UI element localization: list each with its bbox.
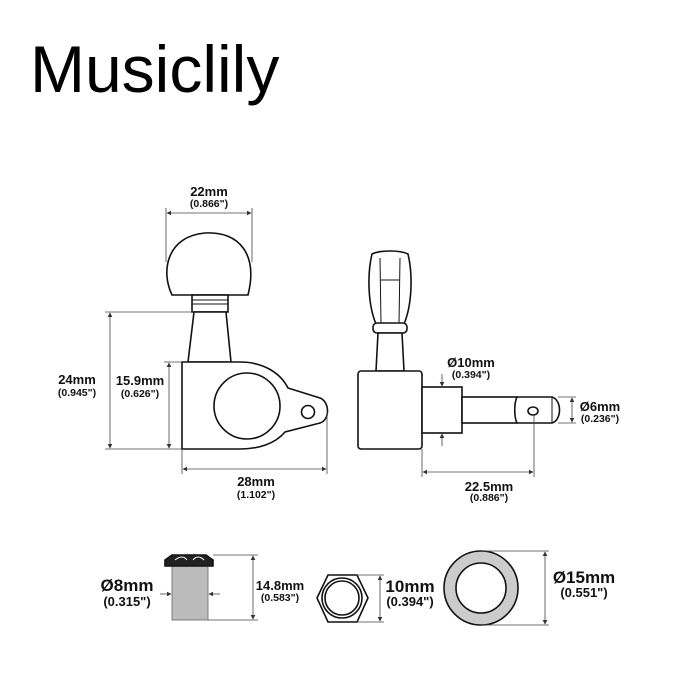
washer-diameter-in: (0.551") — [560, 585, 607, 600]
body-height-in: (0.626") — [121, 388, 159, 400]
tuner-side-view — [357, 250, 561, 450]
nut-size-in: (0.394") — [386, 594, 433, 609]
post-bushing — [421, 386, 463, 434]
washer-hole — [455, 562, 507, 614]
bushing-diameter-mm: Ø8mm — [101, 576, 154, 595]
bushing-cap — [164, 554, 214, 567]
brand-title: Musiclily — [30, 32, 279, 106]
total-height-in: (0.945") — [58, 387, 96, 399]
bushing: Ø8mm (0.315") 14.8mm (0.583") — [101, 554, 304, 621]
washer: Ø15mm (0.551") — [443, 550, 615, 626]
key-stem — [375, 332, 405, 372]
tuner-shaft — [187, 311, 232, 363]
post-length-mm: 22.5mm — [465, 479, 513, 494]
nut-size-mm: 10mm — [385, 577, 434, 596]
string-hole — [527, 406, 539, 416]
tuner-key-side — [368, 250, 412, 325]
length-in: (1.102") — [237, 489, 275, 501]
side-body — [357, 370, 423, 450]
string-post-diameter-in: (0.236") — [581, 413, 619, 425]
bushing-thread — [171, 565, 209, 621]
post-diameter-mm: Ø10mm — [447, 355, 495, 370]
bushing-diameter-in: (0.315") — [103, 594, 150, 609]
nut-inner-ring — [324, 580, 360, 616]
string-post-diameter-mm: Ø6mm — [580, 399, 620, 414]
hex-nut: 10mm (0.394") — [316, 574, 435, 623]
post-diameter-in: (0.394") — [452, 369, 490, 381]
bushing-height-in: (0.583") — [261, 592, 299, 604]
length-mm: 28mm — [237, 474, 275, 489]
washer-diameter-mm: Ø15mm — [553, 568, 615, 587]
body-height-mm: 15.9mm — [116, 373, 164, 388]
button-width-in: (0.866") — [190, 198, 228, 210]
side-dimensions: Ø10mm (0.394") Ø6mm (0.236") 22.5mm (0.8… — [421, 355, 620, 504]
bushing-height-mm: 14.8mm — [256, 578, 304, 593]
key-collar — [372, 322, 408, 334]
string-post — [461, 396, 518, 424]
tuner-button — [166, 232, 252, 296]
button-width-mm: 22mm — [190, 184, 228, 199]
total-height-mm: 24mm — [58, 372, 96, 387]
tuner-front-view — [166, 232, 329, 450]
screw-hole — [300, 404, 316, 420]
gear-cover — [213, 372, 281, 440]
front-dimensions: 22mm (0.866") 24mm (0.945") 15.9mm (0.62… — [58, 184, 328, 501]
post-length-in: (0.886") — [470, 492, 508, 504]
